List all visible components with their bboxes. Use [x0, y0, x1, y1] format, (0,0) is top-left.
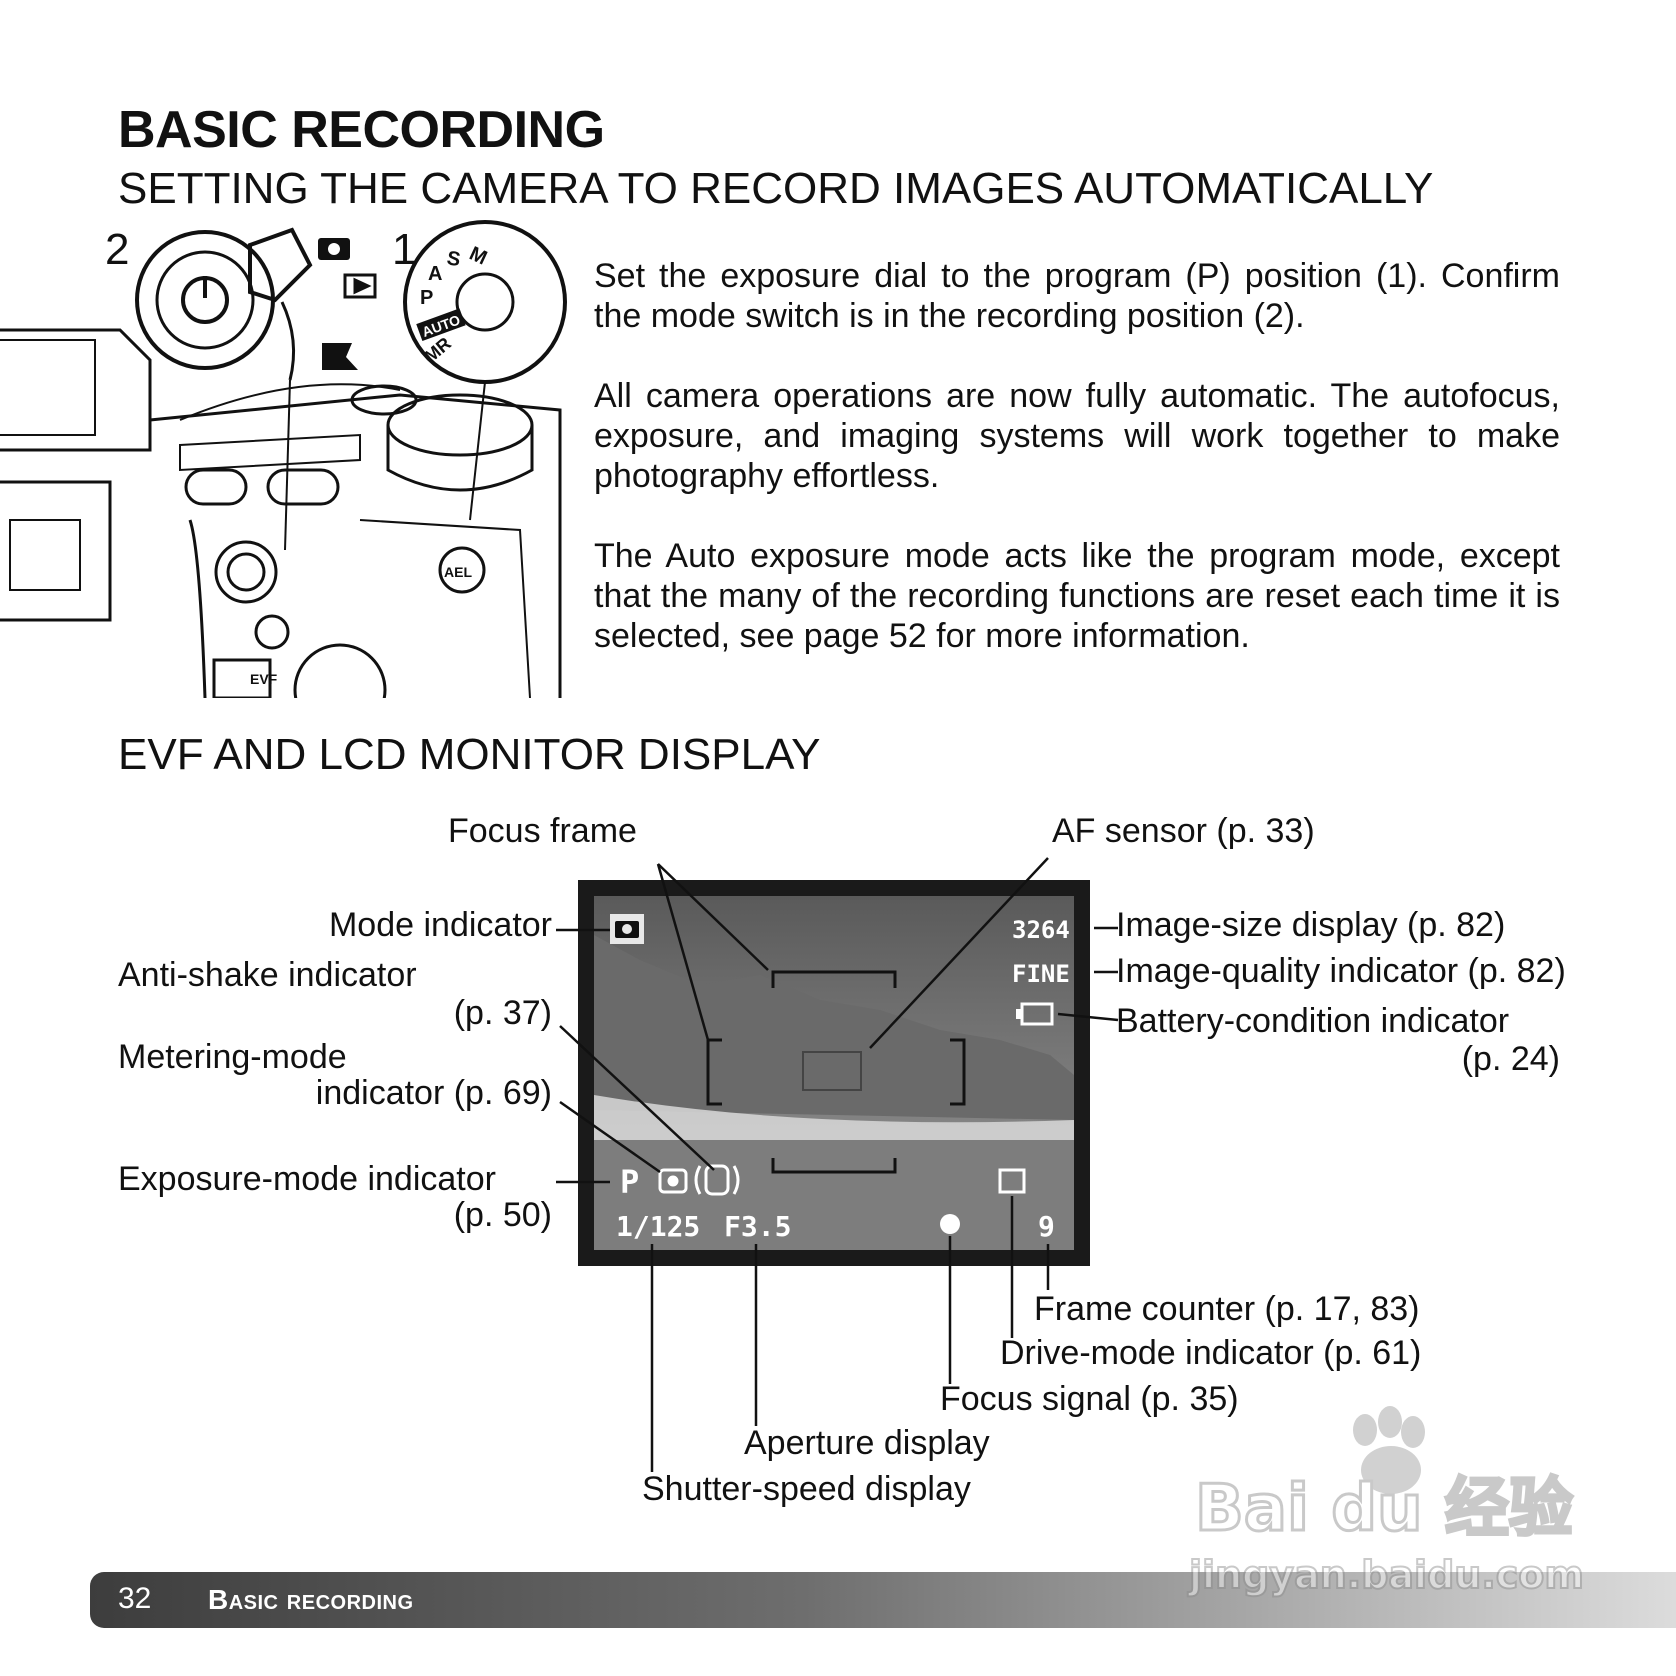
label-battery-page: (p. 24)	[1462, 1040, 1560, 1078]
label-image-quality: Image-quality indicator (p. 82)	[1116, 952, 1566, 990]
label-exposure-mode-page: (p. 50)	[454, 1196, 552, 1234]
label-anti-shake-page: (p. 37)	[454, 994, 552, 1032]
osd-quality: FINE	[1012, 960, 1070, 988]
osd-shutter: 1/125	[616, 1210, 700, 1243]
label-af-sensor: AF sensor (p. 33)	[1052, 812, 1315, 850]
osd-aperture: F3.5	[724, 1210, 791, 1243]
page-number: 32	[118, 1582, 151, 1616]
label-frame-counter: Frame counter (p. 17, 83)	[1034, 1290, 1420, 1328]
osd-focus-signal	[940, 1214, 960, 1234]
label-focus-frame: Focus frame	[448, 812, 637, 850]
label-anti-shake: Anti-shake indicator	[118, 956, 417, 994]
label-drive-mode: Drive-mode indicator (p. 61)	[1000, 1334, 1421, 1372]
label-image-size: Image-size display (p. 82)	[1116, 906, 1505, 944]
label-metering-page: indicator (p. 69)	[316, 1074, 552, 1112]
label-shutter: Shutter-speed display	[642, 1470, 971, 1508]
monitor-display-figure: 3264 FINE P 1/125 F3.5 9	[0, 0, 1676, 1560]
baidu-watermark: Bai du 经验 jingyan.baidu.com	[1185, 1400, 1585, 1600]
label-exposure-mode: Exposure-mode indicator	[118, 1160, 496, 1198]
label-metering: Metering-mode	[118, 1038, 347, 1076]
osd-exposure-mode: P	[620, 1163, 639, 1201]
osd-image-size: 3264	[1012, 916, 1070, 944]
watermark-brand: Bai du 经验	[1195, 1472, 1573, 1546]
label-mode-indicator: Mode indicator	[329, 906, 552, 944]
label-aperture: Aperture display	[744, 1424, 990, 1462]
osd-frame-count: 9	[1038, 1210, 1055, 1243]
label-battery: Battery-condition indicator	[1116, 1002, 1509, 1040]
footer-section-name: Basic recording	[208, 1584, 414, 1616]
watermark-url: jingyan.baidu.com	[1187, 1553, 1584, 1597]
